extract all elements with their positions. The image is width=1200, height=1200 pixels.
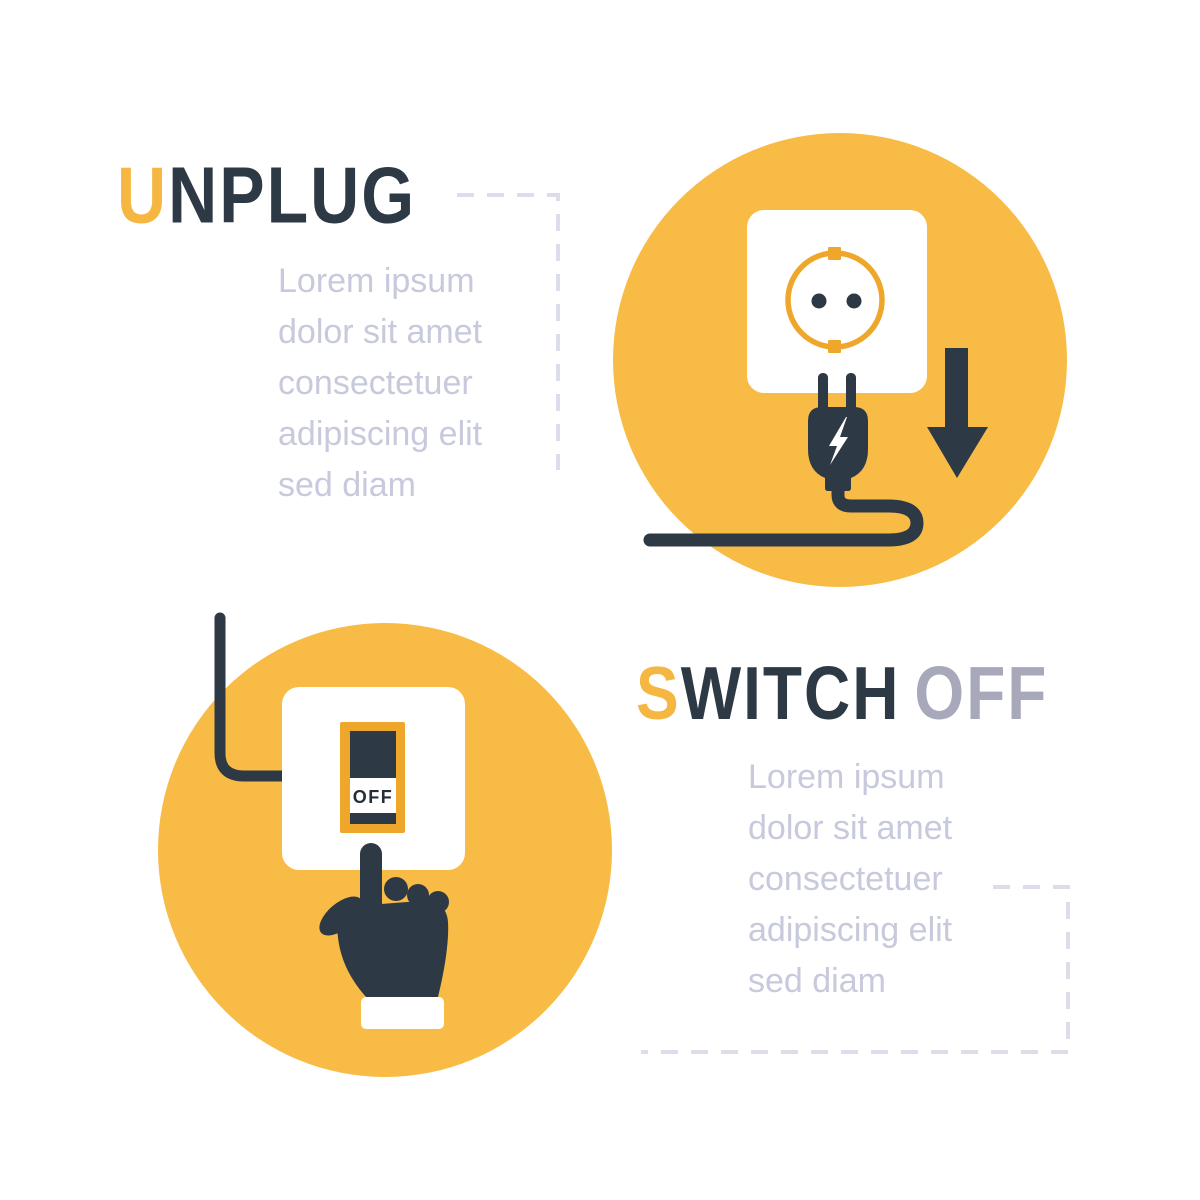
paragraph-line: sed diam bbox=[748, 962, 886, 1000]
switchoff-title-suffix: OFF bbox=[914, 651, 1049, 736]
paragraph-line: sed diam bbox=[278, 466, 416, 504]
plug-prong-left bbox=[818, 373, 828, 415]
switch-off-label: OFF bbox=[353, 787, 394, 807]
switch-wire bbox=[214, 612, 298, 782]
switchoff-title-rest: WITCH bbox=[680, 651, 901, 736]
paragraph-line: Lorem ipsum bbox=[748, 758, 945, 796]
paragraph-line: dolor sit amet bbox=[748, 809, 953, 847]
unplug-illustration bbox=[613, 133, 1067, 587]
socket-bottom-tab bbox=[828, 340, 841, 353]
paragraph-line: consectetuer bbox=[278, 364, 473, 402]
unplug-dashed-frame bbox=[457, 193, 560, 470]
hand-knuckle bbox=[407, 884, 429, 906]
paragraph-line: consectetuer bbox=[748, 860, 943, 898]
unplug-title-rest: NPLUG bbox=[168, 151, 417, 241]
pointing-hand-icon bbox=[319, 843, 449, 1029]
paragraph-line: adipiscing elit bbox=[278, 415, 483, 453]
down-arrow-icon bbox=[927, 348, 988, 478]
switchoff-illustration: OFF bbox=[158, 612, 612, 1077]
unplug-title: UNPLUG bbox=[117, 150, 416, 241]
switch-rocker bbox=[350, 731, 396, 778]
paragraph-line: dolor sit amet bbox=[278, 313, 483, 351]
plug-prong-right bbox=[846, 373, 856, 415]
socket-hole-right bbox=[846, 293, 862, 309]
lightning-bolt-icon bbox=[829, 417, 848, 465]
hand-cuff bbox=[361, 997, 444, 1029]
plug-cable bbox=[643, 479, 924, 547]
paragraph-line: Lorem ipsum bbox=[278, 262, 475, 300]
paragraph-line: adipiscing elit bbox=[748, 911, 953, 949]
switch-bottom-bar bbox=[350, 813, 396, 824]
socket-plate bbox=[747, 210, 927, 393]
switchoff-title-accent-letter: S bbox=[636, 651, 681, 736]
unplug-title-accent-letter: U bbox=[117, 151, 169, 241]
switchoff-dashed-frame bbox=[641, 885, 1070, 1054]
switchoff-paragraph: Lorem ipsum dolor sit amet consectetuer … bbox=[748, 752, 952, 1007]
hand-knuckle bbox=[384, 877, 408, 901]
socket-hole-left bbox=[811, 293, 827, 309]
socket-top-tab bbox=[828, 247, 841, 260]
unplug-paragraph: Lorem ipsum dolor sit amet consectetuer … bbox=[278, 256, 482, 511]
hand-palm bbox=[337, 900, 449, 997]
